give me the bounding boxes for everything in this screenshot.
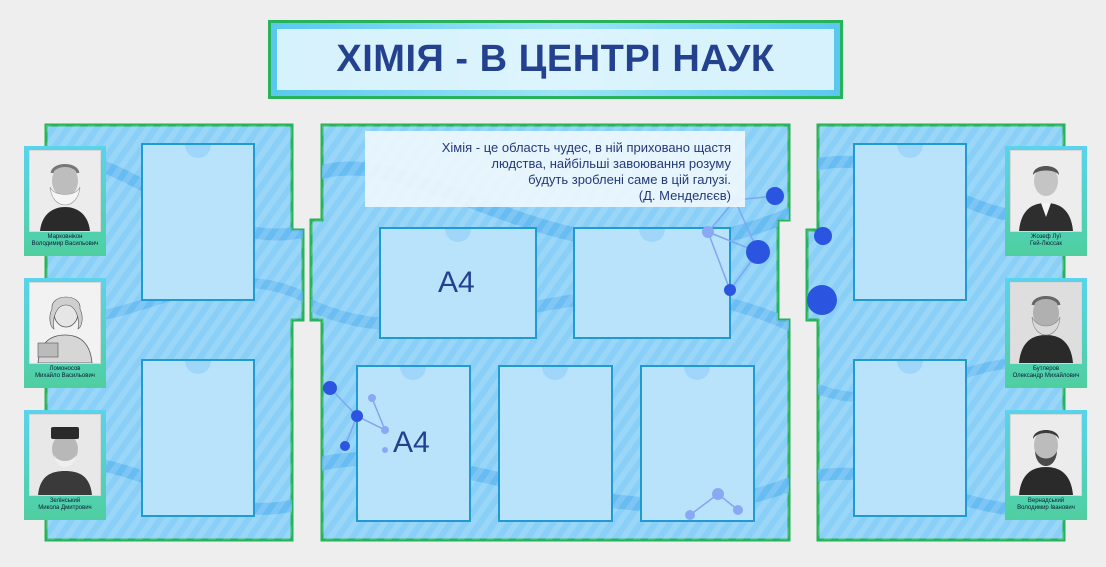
quote-line-3: будуть зроблені саме в цій галузі. — [528, 172, 731, 187]
portrait-photo — [29, 414, 101, 496]
molecule-decoration-left-edge — [323, 381, 389, 453]
a4-label-top: А4 — [438, 266, 475, 299]
quote-line-1: Хімія - це область чудес, в ній прихован… — [441, 140, 731, 155]
pocket-center-top-left — [379, 227, 537, 339]
portrait-gay-lussac: Жозеф Луї Гей-Люссак — [1005, 146, 1087, 256]
pocket-center-bottom-1 — [356, 365, 471, 522]
pocket-left-bottom — [141, 359, 255, 517]
mendeleev-quote: Хімія - це область чудес, в ній прихован… — [365, 131, 745, 207]
molecule-decoration-bottom — [685, 488, 743, 520]
portrait-name: Жозеф Луї Гей-Люссак — [1030, 234, 1062, 247]
portrait-zelinsky: Зелінський Микола Дмитрович — [24, 410, 106, 520]
portrait-markovnikov: Марковнікон Володимир Васильович — [24, 146, 106, 256]
portrait-name: Зелінський Микола Дмитрович — [38, 498, 92, 511]
portrait-name: Ломоносов Михайло Васильович — [35, 366, 95, 379]
quote-line-2: людства, найбільші завоювання розуму — [491, 156, 731, 171]
quote-attribution: (Д. Менделєєв) — [638, 188, 731, 203]
portrait-photo — [1010, 150, 1082, 232]
portrait-photo — [29, 282, 101, 364]
portrait-vernadsky: Вернадський Володимир Іванович — [1005, 410, 1087, 520]
pocket-right-bottom — [853, 359, 967, 517]
pocket-right-top — [853, 143, 967, 301]
portrait-name: Вернадський Володимир Іванович — [1017, 498, 1075, 511]
pocket-center-top-right — [573, 227, 731, 339]
pocket-left-top — [141, 143, 255, 301]
portrait-photo — [29, 150, 101, 232]
portrait-photo — [1010, 282, 1082, 364]
page-title: ХІМІЯ - В ЦЕНТРІ НАУК — [277, 29, 834, 90]
portrait-photo — [1010, 414, 1082, 496]
pocket-center-bottom-2 — [498, 365, 613, 522]
a4-label-bottom: А4 — [393, 426, 430, 459]
pocket-center-bottom-3 — [640, 365, 755, 522]
molecule-decoration-right-gap — [807, 227, 837, 315]
portrait-lomonosov: Ломоносов Михайло Васильович — [24, 278, 106, 388]
portrait-butlerov: Бутлеров Олександр Михайлович — [1005, 278, 1087, 388]
portrait-name: Бутлеров Олександр Михайлович — [1012, 366, 1080, 379]
title-frame: ХІМІЯ - В ЦЕНТРІ НАУК — [268, 20, 843, 99]
portrait-name: Марковнікон Володимир Васильович — [31, 234, 99, 247]
